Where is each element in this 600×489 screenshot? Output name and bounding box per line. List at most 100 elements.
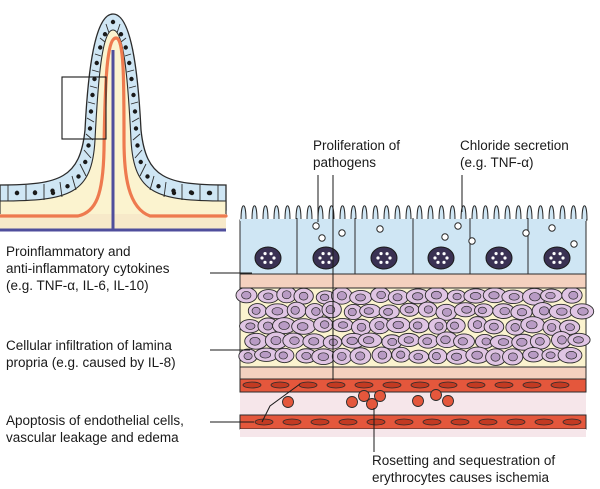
immune-cell-nucleus [363, 336, 375, 345]
endothelial-nucleus [298, 381, 318, 389]
villus-nucleus [145, 174, 150, 179]
leader-apoptosis-2 [261, 383, 301, 423]
immune-cell-nucleus [440, 335, 451, 345]
label-chloride: Chloride secretion (e.g. TNF-α) [460, 137, 569, 171]
epithelial-nucleus [370, 246, 398, 270]
immune-cell-nucleus [556, 307, 568, 316]
villus-nucleus [50, 190, 56, 196]
immune-cell-nucleus [363, 307, 374, 315]
endothelial-nucleus [254, 418, 274, 426]
pathogen-dot [376, 256, 380, 260]
immune-cell-nucleus [319, 320, 330, 329]
endothelial-nucleus [466, 381, 486, 389]
immune-cell-nucleus [347, 307, 357, 317]
label-rosetting-line1: Rosetting and sequestration of [372, 453, 556, 468]
immune-cell-nucleus [497, 338, 510, 346]
secretion-vesicle [338, 229, 346, 237]
secretion-vesicle [522, 229, 530, 237]
immune-cell-nucleus [510, 323, 520, 332]
epithelial-nucleus [312, 246, 340, 270]
pathogen-dot [385, 252, 389, 256]
erythrocyte [374, 390, 386, 402]
label-chloride-line2: (e.g. TNF-α) [460, 155, 534, 170]
leader-lines [210, 175, 463, 452]
immune-cell-nucleus [289, 336, 300, 345]
endothelial-nucleus [534, 418, 554, 426]
villus-cell-wall [134, 149, 143, 159]
villus-nucleus [102, 32, 108, 37]
villus-nucleus [118, 32, 124, 37]
endothelial-nucleus [310, 418, 330, 426]
label-rosetting-line2: erythrocytes causes ischemia [372, 470, 550, 485]
villus-cell-wall [86, 117, 95, 123]
immune-cell-nucleus [355, 293, 366, 302]
villus-nucleus [98, 45, 103, 50]
immune-cell-nucleus [319, 293, 330, 302]
immune-cell-nucleus [449, 321, 460, 330]
villus-nucleus [131, 92, 136, 98]
secretion-vesicle [312, 222, 320, 230]
villus-cell-wall [131, 117, 140, 123]
villus-nucleus [133, 126, 139, 131]
immune-cell-nucleus [412, 321, 423, 330]
immune-cell-nucleus [434, 321, 444, 331]
villus-capillary [0, 36, 228, 218]
villus-cell-wall [91, 69, 100, 73]
immune-cell-nucleus [471, 350, 483, 360]
immune-cell-nucleus [245, 322, 256, 330]
immune-cell-nucleus [526, 320, 538, 330]
pathogen-dot [263, 260, 267, 264]
erythrocyte [358, 390, 370, 402]
villus-nucleus [83, 159, 88, 165]
immune-cell-nucleus [270, 335, 282, 346]
pathogen-dot [385, 260, 389, 264]
villus-nucleus [90, 92, 95, 98]
endothelial-nucleus [282, 418, 302, 426]
immune-cell-nucleus [516, 337, 528, 347]
endothelial-nucleus [338, 418, 358, 426]
pathogen-dot [379, 252, 383, 256]
immune-cell-nucleus [430, 290, 442, 300]
immune-cell-nucleus [278, 321, 290, 330]
label-proliferation-line1: Proliferation of [313, 138, 401, 153]
epithelial-nucleus [254, 246, 282, 270]
pathogen-dot [327, 260, 331, 264]
immune-cell-nucleus [241, 291, 252, 300]
tissue-section [235, 205, 595, 437]
pathogen-dot [327, 252, 331, 256]
immune-cell-nucleus [290, 305, 300, 315]
immune-cell-nucleus [374, 321, 385, 330]
villus-nucleus [32, 190, 38, 196]
secretion-vesicle [570, 240, 578, 248]
pathogen-dot [263, 252, 267, 256]
immune-cell-nucleus [545, 351, 556, 359]
pathogen-dot [494, 252, 498, 256]
pathogen-dot [433, 256, 437, 260]
label-infiltration-line1: Cellular infiltration of lamina [6, 338, 172, 353]
villus-nucleus [129, 76, 134, 82]
immune-cell-nucleus [317, 352, 329, 361]
immune-cell-nucleus [507, 352, 518, 362]
erythrocyte [430, 389, 442, 401]
immune-cell-nucleus [577, 307, 589, 316]
immune-cell-nucleus [412, 292, 424, 301]
pathogen-dot [318, 256, 322, 260]
villus-nucleus [138, 159, 143, 165]
erythrocyte [282, 396, 294, 408]
villus-nucleus [76, 174, 81, 179]
endothelial-nucleus [550, 381, 570, 389]
pathogen-dot [561, 256, 565, 260]
immune-cell-nucleus [376, 290, 386, 300]
endothelial-nucleus [366, 418, 386, 426]
label-apoptosis-line1: Apoptosis of endothelial cells, [6, 413, 184, 428]
immune-cell-nucleus [356, 322, 367, 332]
immune-cell-nucleus [568, 291, 579, 300]
immune-cell-nucleus [477, 306, 487, 315]
immune-cell-nucleus [387, 337, 398, 346]
immune-cell-nucleus [565, 323, 575, 332]
pathogen-dot [445, 256, 449, 260]
pathogen-dot [500, 260, 504, 264]
immune-cell-nucleus [490, 352, 501, 362]
immune-cell-nucleus [404, 306, 414, 314]
villus-cell-wall [83, 149, 92, 159]
